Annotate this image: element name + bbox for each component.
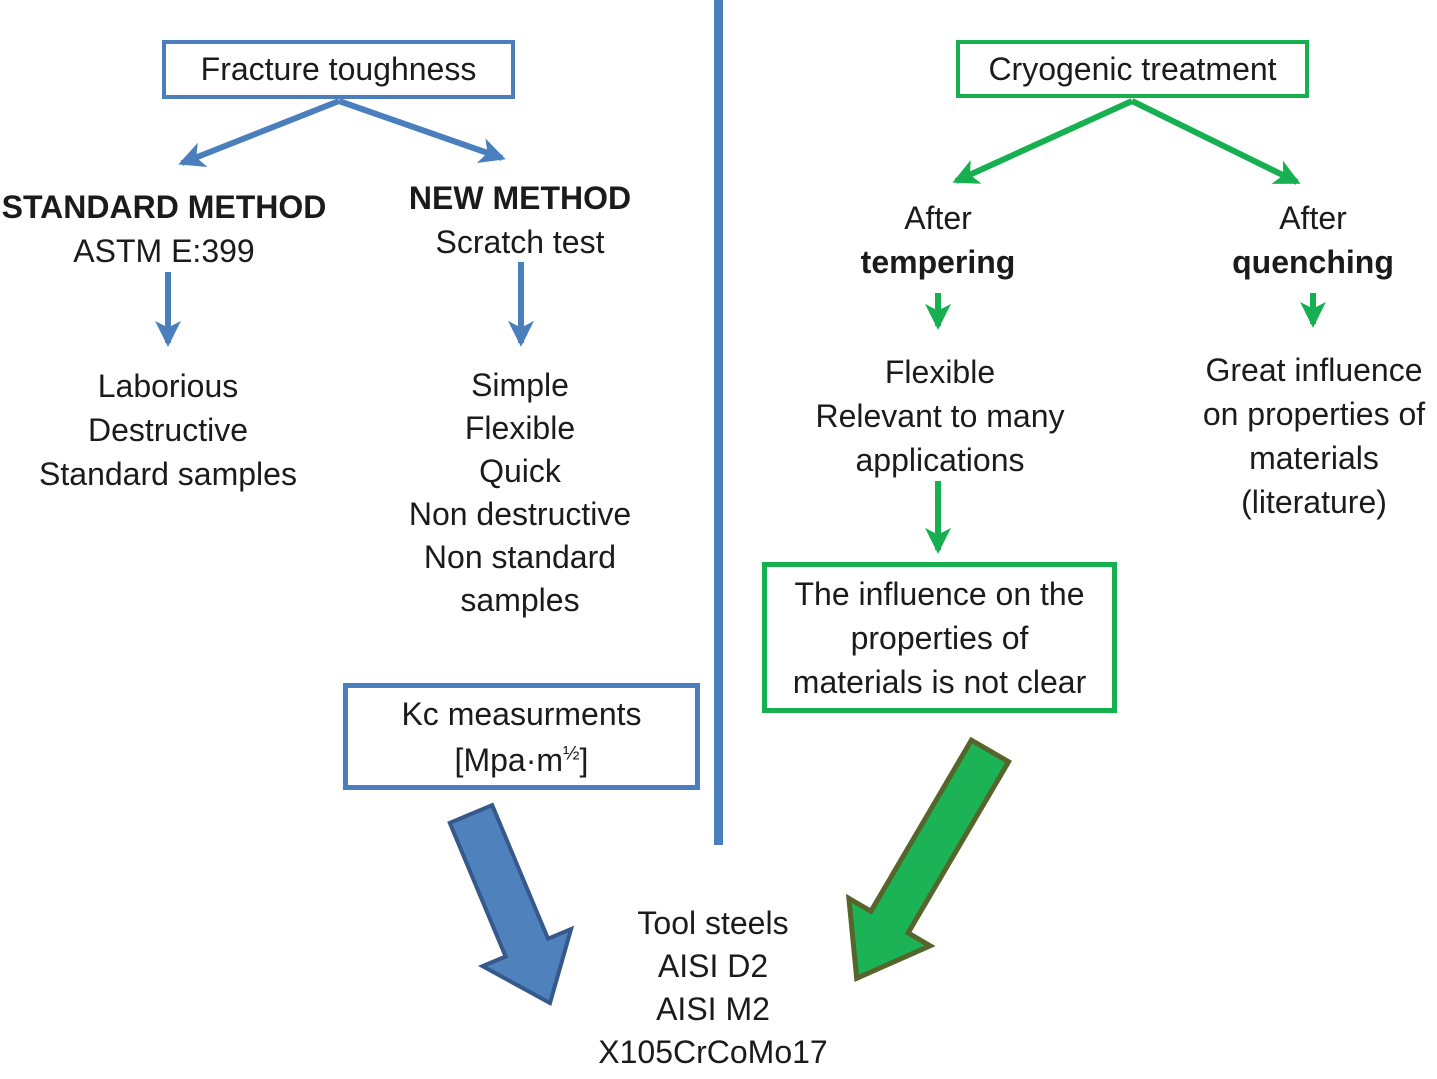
fracture-toughness-box: Fracture toughness — [162, 40, 515, 99]
kc-units-suffix: ] — [579, 741, 589, 778]
after-tempering-label: After tempering — [861, 196, 1016, 284]
cryogenic-treatment-title: Cryogenic treatment — [988, 50, 1277, 87]
kc-measurements-line2: [Mpa·m½] — [455, 737, 589, 783]
arrow-cryo-to-quenching — [1130, 98, 1301, 185]
list-item: Standard samples — [39, 456, 297, 492]
list-item: Great influence — [1205, 352, 1423, 388]
list-item: (literature) — [1241, 484, 1387, 520]
center-divider-line — [714, 0, 723, 845]
list-item: Flexible — [464, 410, 576, 446]
arrow-fracture-to-standard — [178, 98, 341, 167]
list-item: Quick — [479, 453, 561, 489]
big-blue-arrow-to-tool-steels — [447, 802, 575, 1006]
kc-units-exponent: ½ — [563, 741, 580, 764]
list-item: Non destructive — [408, 496, 632, 532]
kc-measurements-line1: Kc measurments — [401, 695, 642, 732]
list-item: on properties of — [1202, 396, 1426, 432]
tool-steels-label: Tool steels AISI D2 AISI M2 X105CrCoMo17 — [598, 902, 827, 1074]
big-green-arrow-to-tool-steels — [845, 736, 1013, 982]
list-item: Non standard — [423, 539, 617, 575]
standard-method-subheading: ASTM E:399 — [73, 233, 255, 269]
standard-method-items: Laborious Destructive Standard samples — [39, 364, 297, 496]
tool-steels-line: Tool steels — [637, 905, 789, 941]
after-quenching-line2: quenching — [1232, 244, 1394, 280]
tool-steels-line: X105CrCoMo17 — [598, 1034, 828, 1070]
influence-box-line: The influence on the — [794, 575, 1085, 612]
arrow-cryo-to-tempering — [952, 98, 1134, 184]
standard-method-label: STANDARD METHOD ASTM E:399 — [2, 185, 327, 273]
quenching-items: Great influence on properties of materia… — [1203, 348, 1425, 524]
new-method-label: NEW METHOD Scratch test — [409, 176, 631, 264]
after-quenching-line1: After — [1279, 200, 1347, 236]
list-item: Simple — [471, 367, 569, 403]
after-quenching-label: After quenching — [1232, 196, 1394, 284]
influence-box-line: materials is not clear — [792, 663, 1087, 700]
cryogenic-treatment-box: Cryogenic treatment — [956, 40, 1309, 98]
list-item: applications — [855, 442, 1025, 478]
after-tempering-line1: After — [904, 200, 972, 236]
tool-steels-line: AISI D2 — [657, 948, 769, 984]
new-method-heading: NEW METHOD — [408, 180, 632, 216]
new-method-items: Simple Flexible Quick Non destructive No… — [409, 364, 631, 622]
list-item: samples — [460, 582, 580, 618]
influence-not-clear-box: The influence on the properties of mater… — [762, 562, 1117, 713]
tool-steels-line: AISI M2 — [656, 991, 770, 1027]
standard-method-heading: STANDARD METHOD — [1, 189, 327, 225]
fracture-toughness-title: Fracture toughness — [200, 51, 477, 87]
list-item: Flexible — [884, 354, 996, 390]
list-item: Relevant to many — [815, 398, 1065, 434]
list-item: Laborious — [97, 368, 239, 404]
new-method-subheading: Scratch test — [435, 224, 605, 260]
after-tempering-line2: tempering — [860, 244, 1016, 280]
influence-box-line: properties of — [850, 619, 1029, 656]
kc-measurements-box: Kc measurments [Mpa·m½] — [343, 683, 700, 790]
list-item: Destructive — [87, 412, 249, 448]
arrow-fracture-to-new — [338, 98, 506, 163]
tempering-items: Flexible Relevant to many applications — [815, 350, 1064, 482]
kc-units-prefix: [Mpa·m — [454, 741, 563, 778]
list-item: materials — [1249, 440, 1379, 476]
